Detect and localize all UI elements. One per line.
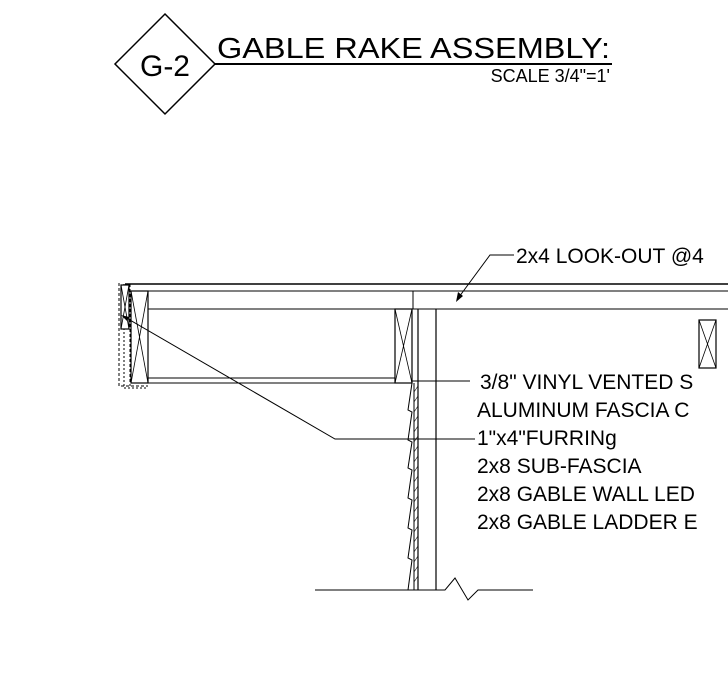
callout-fascia: ALUMINUM FASCIA C <box>477 399 689 422</box>
gable-wall <box>407 291 437 591</box>
callout-ledger: 2x8 GABLE WALL LED <box>477 483 695 506</box>
callout-sub-fascia: 2x8 SUB-FASCIA <box>477 455 642 478</box>
sub-fascia-member <box>130 290 149 384</box>
aluminum-fascia <box>118 283 148 389</box>
callout-soffit: 3/8" VINYL VENTED S <box>480 371 693 394</box>
leader-lines <box>121 254 514 440</box>
detail-title: GABLE RAKE ASSEMBLY: <box>217 33 610 65</box>
detail-scale: SCALE 3/4"=1' <box>491 66 610 86</box>
roof-deck <box>125 283 728 384</box>
gable-wall-ledger <box>394 308 413 384</box>
floor-break-line <box>315 577 533 601</box>
detail-tag-label: G-2 <box>140 50 190 83</box>
furring-strip <box>120 284 130 330</box>
title-block: G-2 GABLE RAKE ASSEMBLY: SCALE 3/4"=1' <box>113 12 612 116</box>
callout-lookout: 2x4 LOOK-OUT @4 <box>516 245 704 268</box>
wall-sheathing-hatch <box>413 385 419 583</box>
callout-ladder: 2x8 GABLE LADDER E <box>477 511 698 534</box>
callout-labels: 2x4 LOOK-OUT @4 3/8" VINYL VENTED S ALUM… <box>477 245 704 534</box>
callout-furring: 1"x4"FURRINg <box>477 427 617 450</box>
gable-ladder-block <box>698 319 717 369</box>
detail-tag-diamond <box>113 12 217 116</box>
